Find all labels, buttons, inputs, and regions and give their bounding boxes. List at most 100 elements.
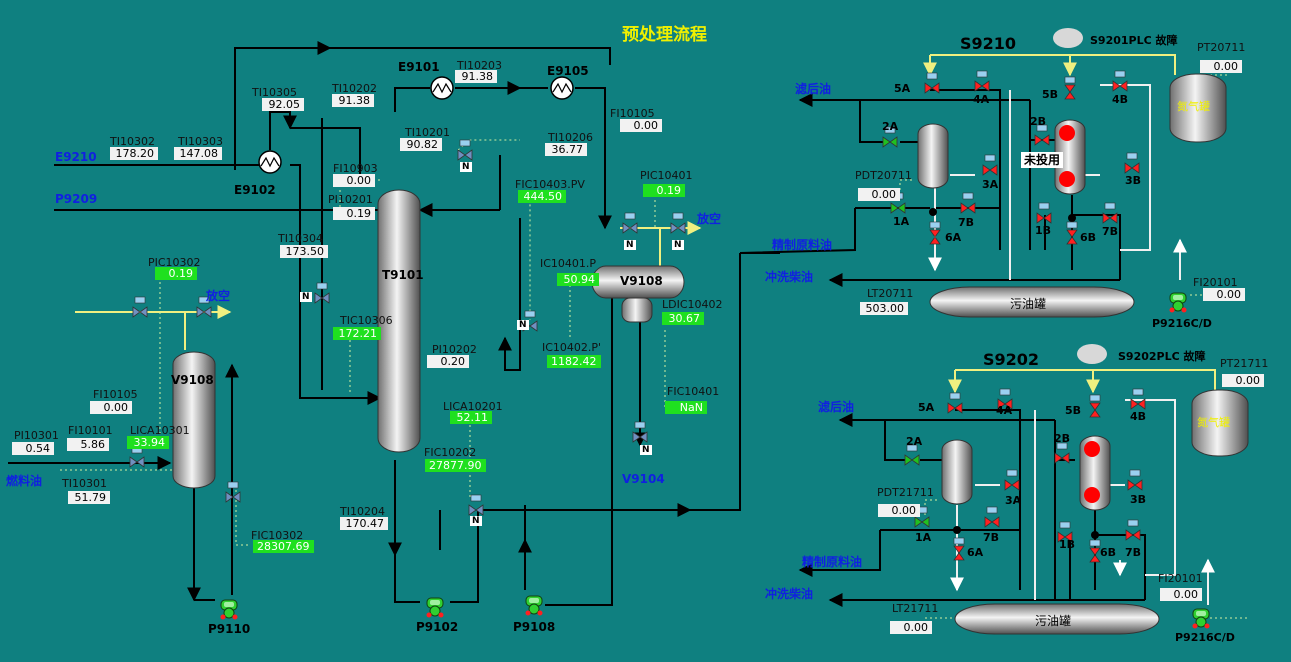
control-valve-6[interactable]: [622, 212, 638, 234]
s9210-valve-5a[interactable]: [924, 72, 940, 94]
s9210-valve-1b[interactable]: [1036, 202, 1052, 224]
tic10306-value[interactable]: 172.21: [333, 327, 381, 340]
lt20711-value[interactable]: 503.00: [860, 302, 908, 315]
fi20101a-value[interactable]: 0.00: [1203, 288, 1245, 301]
s9210-valve-4b[interactable]: [1112, 70, 1128, 92]
fi10105a-value[interactable]: 0.00: [620, 119, 662, 132]
pic10302-value[interactable]: 0.19: [155, 267, 197, 280]
s9202-valve-2a[interactable]: [904, 444, 920, 466]
label-n2-tank-1: 氮气罐: [1177, 100, 1210, 113]
ti10204-value[interactable]: 170.47: [340, 517, 388, 530]
lica10201-value[interactable]: 52.11: [450, 411, 492, 424]
fic10202-value[interactable]: 27877.90: [425, 459, 486, 472]
ti10301-value[interactable]: 51.79: [68, 491, 110, 504]
s9210-valve-7b[interactable]: [1102, 202, 1118, 224]
pdt21711-tag: PDT21711: [877, 486, 934, 499]
s9210-valve-4a[interactable]: [974, 70, 990, 92]
plc-status-light-2[interactable]: [1077, 344, 1107, 364]
fic10403-value[interactable]: 444.50: [518, 190, 566, 203]
label-sump-2: 污油罐: [1035, 614, 1072, 628]
s9202-valve-7b[interactable]: [984, 506, 1000, 528]
control-valve-4[interactable]: [457, 139, 473, 161]
s9202-valve-6b[interactable]: [1089, 539, 1101, 563]
s9210-valve-2b[interactable]: [1034, 124, 1050, 146]
control-valve-7[interactable]: [670, 212, 686, 234]
ti10302-value[interactable]: 178.20: [110, 147, 158, 160]
fi10903-value[interactable]: 0.00: [333, 174, 375, 187]
s9210-valve-label-5b: 5B: [1042, 88, 1059, 101]
ti10203-value[interactable]: 91.38: [455, 70, 497, 83]
fic10302-value[interactable]: 28307.69: [253, 540, 314, 553]
pic10401-value[interactable]: 0.19: [643, 184, 685, 197]
pi10301-value[interactable]: 0.54: [12, 442, 54, 455]
pi10201-value[interactable]: 0.19: [333, 207, 375, 220]
s9202-valve-label-7b: 7B: [1125, 546, 1142, 559]
pdt21711-value[interactable]: 0.00: [878, 504, 920, 517]
pump-p9108[interactable]: [523, 594, 545, 616]
s9210-valve-3b[interactable]: [1124, 152, 1140, 174]
label-p9108: P9108: [513, 620, 556, 634]
pump-p9216-2[interactable]: [1190, 607, 1212, 629]
s9202-valve-4b[interactable]: [1130, 388, 1146, 410]
manual-mode-flag-5: N: [672, 240, 684, 250]
s9210-valve-6a[interactable]: [929, 221, 941, 245]
s9210-valve-label-4b: 4B: [1112, 93, 1129, 106]
s9202-valve-5a[interactable]: [947, 392, 963, 414]
ic10402-value[interactable]: 1182.42: [547, 355, 601, 368]
s9210-valve-7b[interactable]: [960, 192, 976, 214]
control-valve-11[interactable]: [468, 494, 484, 516]
n2-tank-1: [1169, 73, 1227, 143]
fi20101b-value[interactable]: 0.00: [1160, 588, 1202, 601]
ti10206-tag: TI10206: [548, 131, 593, 144]
ic10401-value[interactable]: 50.94: [557, 273, 599, 286]
manual-mode-flag-7: N: [470, 516, 482, 526]
s9210-valve-5b[interactable]: [1064, 76, 1076, 100]
ti10304-value[interactable]: 173.50: [280, 245, 328, 258]
s9202-valve-3a[interactable]: [1004, 469, 1020, 491]
fi10101-value[interactable]: 5.86: [67, 438, 109, 451]
fic10401-value[interactable]: NaN: [665, 401, 707, 414]
lt21711-value[interactable]: 0.00: [890, 621, 932, 634]
fic10403-tag: FIC10403.PV: [515, 178, 585, 191]
s9202-valve-6a[interactable]: [953, 537, 965, 561]
control-valve-3[interactable]: [314, 282, 330, 304]
stream-flush-diesel-2: 冲洗柴油: [765, 587, 814, 601]
s9210-valve-label-1b: 1B: [1035, 224, 1052, 237]
fi10105b-value[interactable]: 0.00: [90, 401, 132, 414]
s9202-valve-5b[interactable]: [1089, 394, 1101, 418]
pump-p9102[interactable]: [424, 596, 446, 618]
fi10105b-tag: FI10105: [93, 388, 138, 401]
label-p9110: P9110: [208, 622, 251, 636]
s9210-valve-2a[interactable]: [882, 126, 898, 148]
s9202-valve-7b[interactable]: [1125, 519, 1141, 541]
control-valve-1[interactable]: [132, 296, 148, 318]
pt20711-value[interactable]: 0.00: [1200, 60, 1242, 73]
ti10202-value[interactable]: 91.38: [332, 94, 374, 107]
pt21711-value[interactable]: 0.00: [1222, 374, 1264, 387]
ti10206-value[interactable]: 36.77: [545, 143, 587, 156]
ti10201-value[interactable]: 90.82: [400, 138, 442, 151]
s9202-valve-4a[interactable]: [997, 388, 1013, 410]
pump-p9216-1[interactable]: [1167, 291, 1189, 313]
ldic10402-value[interactable]: 30.67: [662, 312, 704, 325]
s9210-valve-6b[interactable]: [1066, 221, 1078, 245]
control-valve-9[interactable]: [129, 446, 145, 468]
label-v9108-right: V9108: [620, 274, 663, 288]
ti10303-value[interactable]: 147.08: [174, 147, 222, 160]
control-valve-8[interactable]: [632, 421, 648, 443]
s9202-valve-2b[interactable]: [1054, 442, 1070, 464]
s9210-valve-3a[interactable]: [982, 154, 998, 176]
ti10305-value[interactable]: 92.05: [262, 98, 304, 111]
s9202-valve-1b[interactable]: [1057, 521, 1073, 543]
s9202-valve-3b[interactable]: [1127, 469, 1143, 491]
ti10303-tag: TI10303: [178, 135, 223, 148]
plc-status-light-1[interactable]: [1053, 28, 1083, 48]
s9202-valve-1a[interactable]: [914, 506, 930, 528]
lica10301-value[interactable]: 33.94: [127, 436, 169, 449]
fic10401-tag: FIC10401: [667, 385, 720, 398]
control-valve-2[interactable]: [196, 296, 212, 318]
pdt20711-value[interactable]: 0.00: [858, 188, 900, 201]
control-valve-10[interactable]: [225, 481, 241, 503]
pi10202-value[interactable]: 0.20: [427, 355, 469, 368]
pump-p9110[interactable]: [218, 598, 240, 620]
